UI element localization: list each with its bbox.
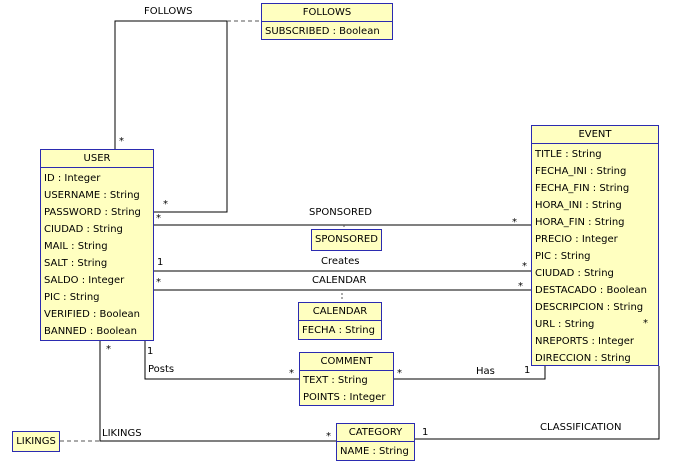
likings-multiplicity-user: * <box>106 344 111 355</box>
class-attribute: DESTACADO : Boolean <box>535 285 647 296</box>
class-attribute: DESCRIPCION : String <box>535 302 644 313</box>
class-name: SPONSORED <box>315 234 378 245</box>
class-attribute: CIUDAD : String <box>535 268 614 279</box>
classification-association-label: CLASSIFICATION <box>540 422 622 433</box>
calendar-multiplicity-user: * <box>156 277 161 288</box>
class-attribute: FECHA_FIN : String <box>535 183 630 194</box>
has-multiplicity-comment: * <box>397 368 402 379</box>
follows-multiplicity-bottom: * <box>156 213 161 224</box>
has-association-line <box>394 366 546 380</box>
class-name: LIKINGS <box>16 436 56 447</box>
class-attribute: CIUDAD : String <box>44 224 123 235</box>
sponsored-multiplicity-event: * <box>512 217 517 228</box>
class-attribute: PIC : String <box>44 292 100 303</box>
calendar-association-class[interactable]: CALENDAR FECHA : String <box>298 302 382 340</box>
class-name: EVENT <box>532 126 658 144</box>
class-attribute: SUBSCRIBED : Boolean <box>265 26 380 37</box>
event-class[interactable]: EVENT TITLE : String FECHA_INI : String … <box>531 125 659 366</box>
likings-association-line <box>99 341 336 442</box>
likings-association-class[interactable]: LIKINGS <box>12 431 60 452</box>
comment-class[interactable]: COMMENT TEXT : String POINTS : Integer <box>299 352 394 406</box>
follows-association-class[interactable]: FOLLOWS SUBSCRIBED : Boolean <box>261 3 393 40</box>
class-attribute: NREPORTS : Integer <box>535 336 635 347</box>
class-attribute: FECHA_INI : String <box>535 166 627 177</box>
likings-multiplicity-category: * <box>326 431 331 442</box>
class-attribute: PIC : String <box>535 251 591 262</box>
sponsored-association-label: SPONSORED <box>309 207 372 218</box>
class-attribute: MAIL : String <box>44 241 108 252</box>
has-association-label: Has <box>476 366 495 377</box>
class-attribute: VERIFIED : Boolean <box>44 309 140 320</box>
calendar-association-label: CALENDAR <box>312 275 367 286</box>
creates-multiplicity-event: * <box>522 261 527 272</box>
class-name: USER <box>41 150 153 168</box>
class-attribute: DIRECCION : String <box>535 353 631 364</box>
calendar-multiplicity-event: * <box>518 281 523 292</box>
class-name: FOLLOWS <box>262 4 392 22</box>
class-attribute: HORA_INI : String <box>535 200 622 211</box>
class-attribute: HORA_FIN : String <box>535 217 625 228</box>
posts-association-line <box>144 341 299 380</box>
class-attribute: NAME : String <box>340 446 409 457</box>
posts-association-label: Posts <box>148 364 175 375</box>
class-attribute: SALT : String <box>44 258 108 269</box>
posts-multiplicity-comment: * <box>289 368 294 379</box>
class-attribute: ID : Integer <box>44 173 101 184</box>
class-attribute: TITLE : String <box>535 149 602 160</box>
class-attribute: PRECIO : Integer <box>535 234 618 245</box>
sponsored-association-class[interactable]: SPONSORED <box>311 229 382 251</box>
creates-association-label: Creates <box>321 256 360 267</box>
classification-multiplicity-category: 1 <box>422 427 429 438</box>
class-attribute: SALDO : Integer <box>44 275 125 286</box>
category-class[interactable]: CATEGORY NAME : String <box>336 423 415 461</box>
class-attribute: USERNAME : String <box>44 190 140 201</box>
posts-multiplicity-user: 1 <box>147 346 154 357</box>
class-attribute: FECHA : String <box>302 325 375 336</box>
class-attribute: URL : String <box>535 319 595 330</box>
follows-association-label: FOLLOWS <box>144 6 193 17</box>
user-class[interactable]: USER ID : Integer USERNAME : String PASS… <box>40 149 154 341</box>
follows-multiplicity-right: * <box>163 199 168 210</box>
class-attribute: BANNED : Boolean <box>44 326 137 337</box>
has-multiplicity-event: 1 <box>524 365 531 376</box>
creates-multiplicity-user: 1 <box>157 257 164 268</box>
class-attribute: TEXT : String <box>303 375 368 386</box>
class-attribute: POINTS : Integer <box>303 392 386 403</box>
class-attribute: PASSWORD : String <box>44 207 141 218</box>
class-name: CATEGORY <box>337 424 414 442</box>
classification-association-line <box>415 366 660 440</box>
class-name: CALENDAR <box>299 303 381 321</box>
likings-association-label: LIKINGS <box>102 428 142 439</box>
classification-multiplicity-event: * <box>643 318 648 329</box>
class-name: COMMENT <box>300 353 393 371</box>
follows-multiplicity-top: * <box>119 136 124 147</box>
